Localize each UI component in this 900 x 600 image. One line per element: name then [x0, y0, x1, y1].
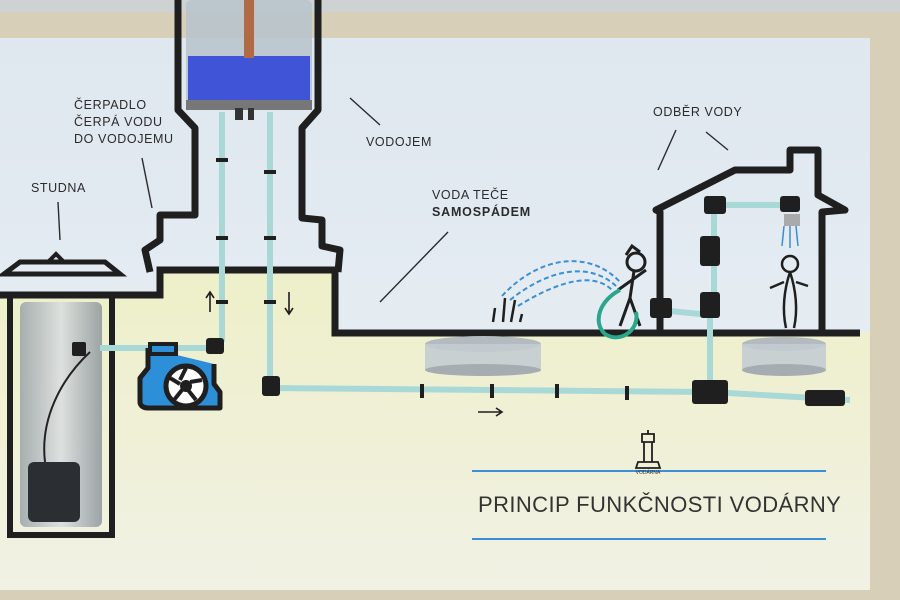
label-pump-line2: ČERPÁ VODU	[74, 115, 163, 129]
exhibit-title: PRINCIP FUNKČNOSTI VODÁRNY	[478, 492, 842, 517]
label-gravity-line1: VODA TEČE	[432, 188, 509, 202]
vodarna-logo-icon	[634, 430, 662, 469]
well-cover	[0, 259, 128, 277]
tank-valve	[248, 108, 254, 120]
label-gravity: VODA TEČE SAMOSPÁDEM	[432, 187, 531, 221]
label-pointers	[57, 97, 729, 303]
reservoir-water	[188, 56, 310, 102]
label-pump-line3: DO VODOJEMU	[74, 132, 174, 146]
window-frame	[0, 0, 900, 12]
tower-outline-right	[298, 0, 344, 273]
submersible-pump	[28, 462, 80, 522]
garden-hose	[596, 288, 639, 340]
tank-valve	[235, 108, 243, 120]
shower-head	[784, 214, 800, 226]
overflow-pipe	[244, 0, 254, 58]
flow-arrows	[205, 290, 504, 417]
title-rule-top	[472, 470, 826, 472]
pipe-fittings	[72, 158, 845, 406]
shower-water	[781, 225, 799, 248]
label-gravity-line2: SAMOSPÁDEM	[432, 205, 531, 219]
shower-figure	[769, 254, 809, 329]
well-cover-handle	[46, 251, 66, 264]
title-rule-bottom	[472, 538, 826, 540]
logo-name: VODÁRNA	[635, 470, 661, 476]
pump-cable	[43, 351, 91, 463]
gardener-illustration	[491, 243, 647, 327]
house-outline	[652, 146, 849, 330]
basins	[425, 336, 826, 376]
ground-line	[0, 266, 860, 337]
pump-icon	[137, 342, 223, 411]
label-reservoir: VODOJEM	[366, 135, 433, 149]
label-pump-line1: ČERPADLO	[74, 98, 147, 112]
tank-base	[186, 100, 312, 110]
label-pump: ČERPADLO ČERPÁ VODU DO VODOJEMU	[74, 97, 174, 148]
tower-outline-left	[141, 0, 199, 273]
label-consumption: ODBĚR VODY	[653, 105, 743, 119]
water-spray	[501, 260, 621, 307]
well-outline	[7, 295, 115, 538]
label-well: STUDNA	[31, 181, 86, 195]
